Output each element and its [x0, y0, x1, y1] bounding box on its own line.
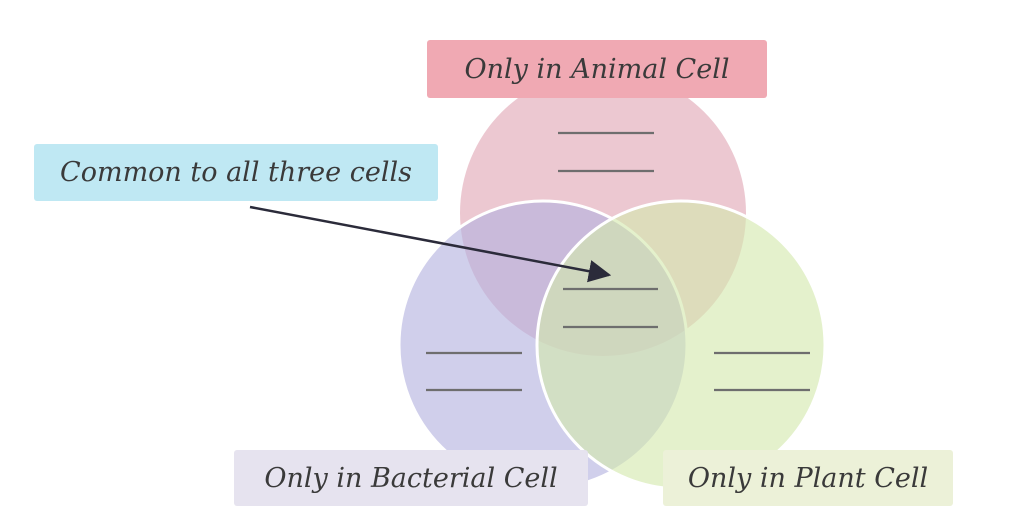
bacterial-cell-label: Only in Bacterial Cell	[234, 450, 588, 506]
animal-cell-label: Only in Animal Cell	[427, 40, 767, 98]
plant-cell-circle	[535, 199, 827, 491]
common-to-all-label: Common to all three cells	[34, 144, 438, 201]
common-pointer-arrow	[249, 205, 612, 283]
plant-cell-label: Only in Plant Cell	[663, 450, 953, 506]
